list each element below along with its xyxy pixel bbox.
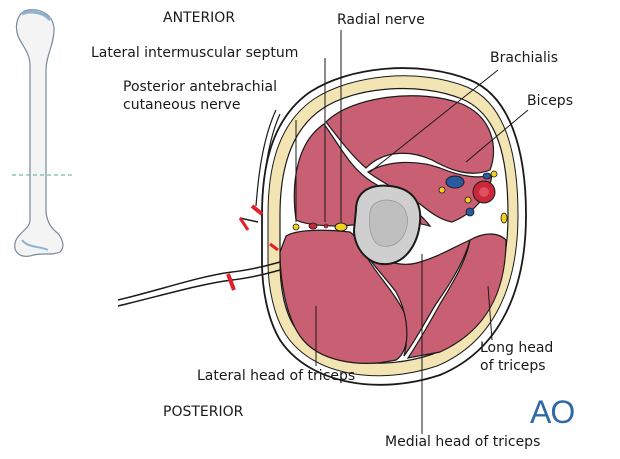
biceps-muscle [325, 95, 495, 174]
posterior-antebrachial-label-line2: cutaneous nerve [123, 97, 241, 113]
retractor-icon [117, 261, 281, 301]
long-head-label-line1: Long head [480, 340, 554, 356]
incision-mark-upper [250, 204, 264, 216]
radial-nerve-label: Radial nerve [337, 12, 425, 28]
posterior-label: POSTERIOR [163, 404, 244, 420]
posterior-antebrachial-label-line1: Posterior antebrachial [123, 79, 278, 95]
long-head-triceps-muscle [406, 233, 507, 359]
biceps-label: Biceps [527, 93, 573, 109]
incision-mark-middle [269, 242, 279, 252]
leader-lines [295, 30, 529, 434]
humerus-bone-icon [12, 9, 72, 257]
radial-nerve-icon [334, 222, 348, 232]
lateral-head-triceps-label: Lateral head of triceps [197, 368, 356, 384]
incision-mark-lower [226, 273, 236, 291]
medial-head-triceps-label: Medial head of triceps [385, 434, 541, 450]
brachialis-label: Brachialis [490, 50, 559, 66]
neurovascular-bundle [438, 170, 508, 224]
vein-icon [445, 175, 465, 189]
lateral-intermuscular-septum-label: Lateral intermuscular septum [91, 45, 299, 61]
nerve-icon [438, 186, 446, 194]
vessel-icon [308, 222, 318, 230]
anterior-label: ANTERIOR [163, 10, 236, 26]
medial-head-triceps-muscle [359, 238, 471, 357]
posterior-antebrachial-nerve-icon [292, 223, 300, 231]
long-head-label-line2: of triceps [480, 358, 546, 374]
ao-logo: AO [530, 394, 575, 430]
